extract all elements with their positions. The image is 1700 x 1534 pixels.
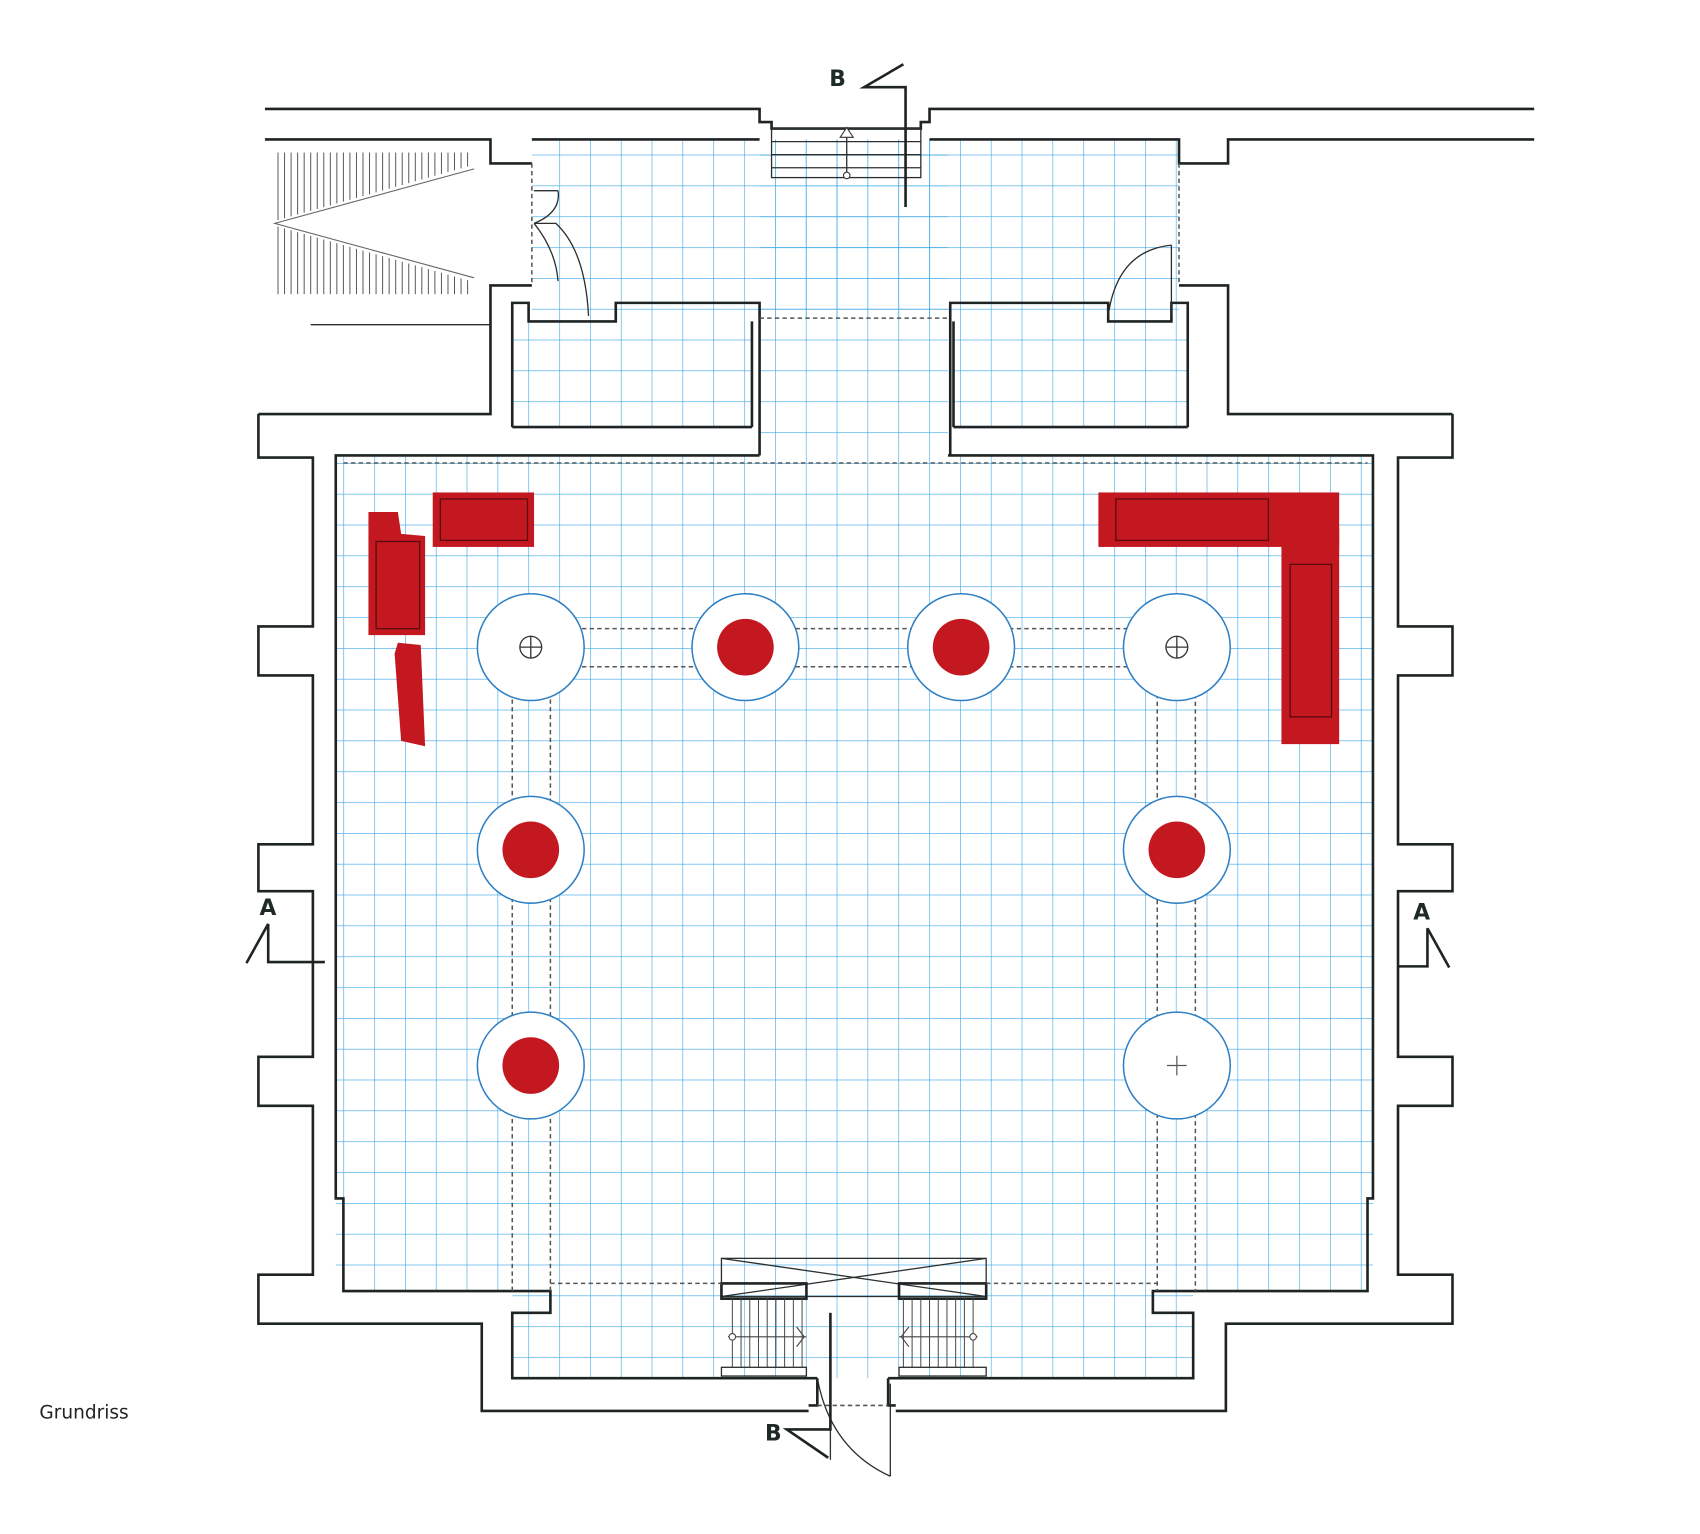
column	[476, 593, 585, 702]
red-disc-marker	[502, 821, 560, 879]
sofa-left-lower	[394, 642, 426, 747]
column	[1122, 593, 1231, 702]
red-disc-marker	[1148, 821, 1206, 879]
section-marker-b-bottom: B	[765, 1312, 832, 1459]
sofa-top-left	[432, 492, 535, 547]
arrow-up-icon	[839, 126, 855, 138]
section-marker-a-right: A	[1398, 901, 1451, 969]
sofa-left-upper	[368, 512, 426, 636]
red-disc-marker	[717, 618, 774, 676]
red-disc-marker	[932, 618, 990, 676]
walls	[257, 107, 1535, 1413]
column	[906, 593, 1016, 702]
svg-text:B: B	[765, 1421, 782, 1446]
section-marker-b-top: B	[829, 63, 907, 208]
right-side-room-floor	[953, 318, 1188, 428]
lower-vestibule-floor	[512, 1291, 1194, 1379]
svg-text:A: A	[259, 896, 276, 921]
left-staircase	[272, 152, 475, 295]
bottom-entrance	[720, 1257, 988, 1407]
column	[691, 593, 800, 702]
left-side-room-floor	[512, 318, 752, 428]
svg-text:A: A	[1413, 901, 1430, 926]
drawing-caption: Grundriss	[39, 1403, 128, 1424]
column	[476, 795, 585, 904]
columns	[476, 593, 1231, 1120]
dashed-track	[343, 317, 1368, 1292]
section-marker-a-left: A	[245, 896, 325, 964]
column	[1122, 1011, 1231, 1120]
red-disc-marker	[502, 1037, 560, 1094]
svg-text:B: B	[829, 67, 846, 92]
doors	[531, 163, 1180, 1477]
column	[476, 1011, 585, 1120]
column	[1122, 795, 1231, 904]
center-corridor-floor	[759, 139, 949, 456]
plus-icon	[1167, 1055, 1187, 1076]
top-entrance-steps	[770, 126, 922, 180]
